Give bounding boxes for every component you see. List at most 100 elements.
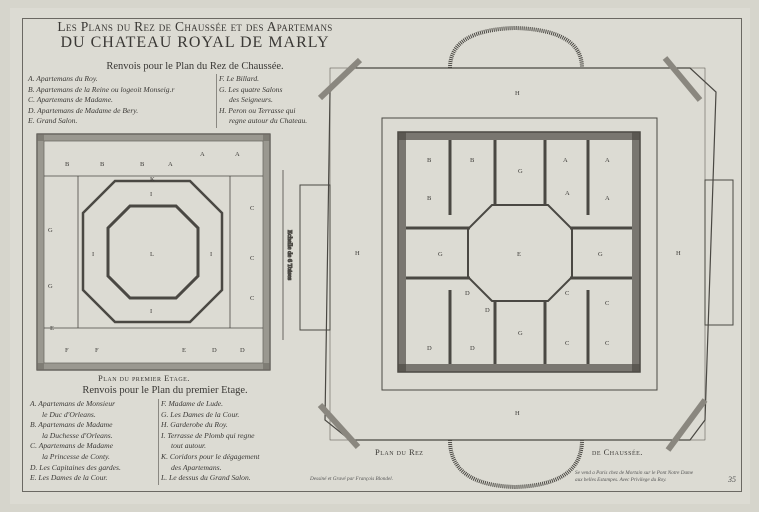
ground-legend-right: F. Le Billard. G. Les quatre Salons des … xyxy=(219,74,307,127)
scale-label: Echelle de 6 Toises xyxy=(286,230,293,281)
legend-divider xyxy=(216,74,217,128)
room-label: D xyxy=(240,347,245,354)
first-legend-left: A. Apartemans de Monsieur le Duc d'Orlea… xyxy=(30,399,121,484)
room-label: B xyxy=(427,195,432,202)
legend-divider xyxy=(158,399,159,485)
plate-number: 35 xyxy=(728,475,736,484)
building-plinth xyxy=(381,117,658,391)
room-label: C xyxy=(250,295,254,302)
publisher-credit-2: aux belles Estampes. Avec Privilege du R… xyxy=(575,477,667,483)
room-label: E xyxy=(517,251,521,258)
room-label: C xyxy=(250,255,254,262)
ground-plan-title-left: Plan du Rez xyxy=(375,447,424,457)
ground-floor-plan xyxy=(299,25,734,490)
legend-item: la Princesse de Conty. xyxy=(42,451,110,461)
room-label: G xyxy=(48,227,53,234)
ground-legend-heading: Renvois pour le Plan du Rez de Chaussée. xyxy=(106,61,284,72)
legend-item: regne autour du Chateau. xyxy=(229,116,308,126)
room-label: D xyxy=(470,345,475,352)
room-label: A xyxy=(605,195,610,202)
room-label: F xyxy=(95,347,99,354)
room-label: G xyxy=(48,283,53,290)
engraver-credit: Dessiné et Gravé par François Blondel. xyxy=(310,476,393,482)
first-floor-plan: Echelle de 6 Toises xyxy=(36,133,294,371)
south-steps xyxy=(448,439,584,490)
room-label: L xyxy=(150,251,154,258)
legend-item: A. Apartemans de Monsieur xyxy=(30,399,116,408)
publisher-credit-1: Se vend a Paris chez de Mortain sur le P… xyxy=(575,470,694,476)
legend-item: E. Les Dames de la Cour. xyxy=(30,473,108,483)
legend-item: des Seigneurs. xyxy=(229,95,273,105)
first-legend-right: F. Madame de Lude. G. Les Dames de la Co… xyxy=(161,399,260,484)
ground-legend-left: A. Apartemans du Roy. B. Apartemans de l… xyxy=(28,74,174,127)
plate-border xyxy=(22,18,742,492)
room-label: C xyxy=(605,300,609,307)
room-label: D xyxy=(465,290,470,297)
terrace-ramps xyxy=(317,56,708,452)
legend-item: tout autour. xyxy=(171,441,207,451)
room-label: G xyxy=(598,251,603,258)
west-steps xyxy=(299,184,331,331)
grand-salon-dome xyxy=(106,204,200,300)
terrace-label: H xyxy=(355,250,360,257)
room-label: I xyxy=(150,308,152,315)
room-label: A xyxy=(200,151,205,158)
terrace-label: H xyxy=(515,90,520,97)
legend-item: H. Peron ou Terrasse qui xyxy=(219,105,296,115)
ground-plan-title-right: de Chaussée. xyxy=(592,447,643,457)
first-legend-heading: Renvois pour le Plan du premier Etage. xyxy=(82,385,248,396)
room-label: G xyxy=(438,251,443,258)
room-label: I xyxy=(210,251,212,258)
room-label: C xyxy=(605,340,609,347)
paper-sheet xyxy=(10,8,750,504)
legend-item: F. Madame de Lude. xyxy=(161,399,224,408)
legend-item: A. Apartemans du Roy. xyxy=(28,74,98,83)
legend-item: B. Apartemans de Madame xyxy=(30,420,113,430)
terrace-label: H xyxy=(515,410,520,417)
room-label: A xyxy=(563,157,568,164)
legend-item: H. Garderobe du Roy. xyxy=(161,420,228,430)
legend-item: C. Apartemans de Madame xyxy=(30,441,113,451)
room-label: D xyxy=(212,347,217,354)
room-label: I xyxy=(150,191,152,198)
legend-item: D. Les Capitaines des gardes. xyxy=(30,462,121,472)
title-line-1: Les Plans du Rez de Chaussée et des Apar… xyxy=(57,19,333,34)
first-plan-labels: L B B B A A A K I I I I C C E F F E D D … xyxy=(48,151,254,354)
room-label: A xyxy=(168,161,173,168)
room-label: B xyxy=(100,161,105,168)
room-label: G xyxy=(518,330,523,337)
octagonal-terrace xyxy=(81,179,224,324)
room-label: E xyxy=(182,347,186,354)
room-label: C xyxy=(565,340,569,347)
room-label: B xyxy=(140,161,145,168)
room-label: G xyxy=(518,168,523,175)
ground-plan-labels: H H H H B B G A A B A A G E G D D C C D … xyxy=(355,90,681,417)
room-label: B xyxy=(65,161,70,168)
legend-item: K. Coridors pour le dégagement xyxy=(161,451,260,461)
legend-item: I. Terrasse de Plomb qui regne xyxy=(161,430,255,440)
legend-item: F. Le Billard. xyxy=(219,74,260,83)
room-label: B xyxy=(427,157,432,164)
room-label: I xyxy=(92,251,94,258)
room-label: E xyxy=(50,325,54,332)
room-label: C xyxy=(250,205,254,212)
legend-item: D. Apartemans de Madame de Bery. xyxy=(28,105,139,115)
room-label: D xyxy=(485,307,490,314)
legend-item: L. Le dessus du Grand Salon. xyxy=(161,473,251,483)
room-label: D xyxy=(427,345,432,352)
legend-item: E. Grand Salon. xyxy=(28,116,78,126)
legend-item: G. Les quatre Salons xyxy=(219,84,283,94)
room-label: B xyxy=(470,157,475,164)
room-label: A xyxy=(605,157,610,164)
grand-salon xyxy=(467,204,573,302)
legend-item: des Apartemans. xyxy=(171,462,222,472)
room-label: A xyxy=(565,190,570,197)
title-line-2: DU CHATEAU ROYAL DE MARLY xyxy=(60,34,330,51)
north-steps xyxy=(448,25,584,69)
first-floor-plan-title: Plan du premier Etage. xyxy=(98,373,190,383)
legend-item: le Duc d'Orleans. xyxy=(42,409,96,419)
legend-item: B. Apartemans de la Reine ou logeoit Mon… xyxy=(28,84,175,94)
room-label: A xyxy=(235,151,240,158)
room-label: K xyxy=(150,176,155,183)
